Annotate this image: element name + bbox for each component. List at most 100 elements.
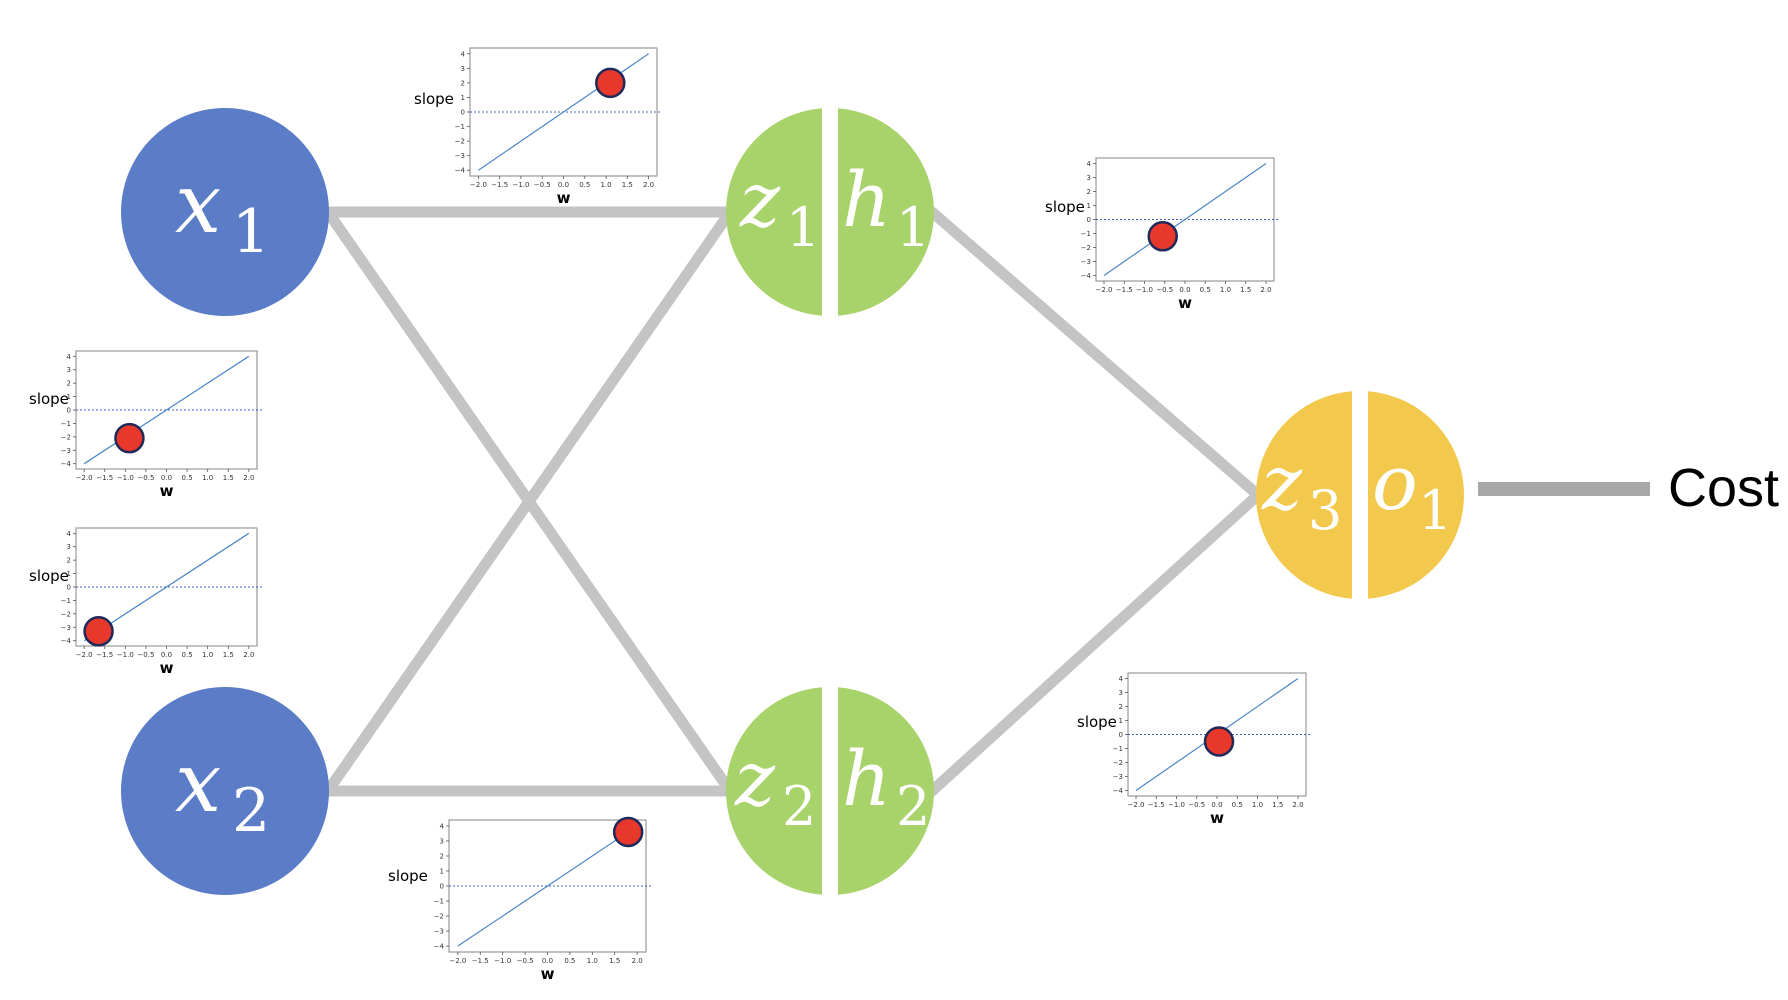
x-tick-label: −0.5 — [1156, 286, 1173, 294]
x-tick-label: −0.5 — [137, 474, 154, 482]
x-tick-label: 1.5 — [223, 474, 234, 482]
y-tick-label: −2 — [61, 433, 71, 441]
y-tick-label: −1 — [1081, 230, 1091, 238]
y-tick-label: 0 — [1087, 216, 1091, 224]
y-tick-label: 0 — [461, 109, 465, 117]
x-tick-label: 0.0 — [558, 181, 569, 189]
y-tick-label: 1 — [67, 570, 71, 578]
y-tick-label: −2 — [1081, 244, 1091, 252]
x-axis-label: w — [541, 965, 555, 983]
x-tick-label: 2.0 — [1292, 801, 1303, 809]
y-tick-label: 4 — [461, 50, 466, 58]
x-tick-label: 0.5 — [182, 474, 193, 482]
x-tick-label: 0.0 — [1211, 801, 1222, 809]
node-o1-z-subscript: 3 — [1308, 479, 1342, 542]
y-tick-label: 2 — [1087, 188, 1091, 196]
x-tick-label: 1.0 — [202, 474, 213, 482]
x-tick-label: 0.5 — [564, 957, 575, 965]
y-axis-label: slope — [29, 567, 69, 585]
y-tick-label: −4 — [61, 460, 72, 468]
y-tick-label: 3 — [1119, 689, 1123, 697]
x-tick-label: 2.0 — [1260, 286, 1271, 294]
x-tick-label: −1.0 — [117, 474, 134, 482]
y-tick-label: 1 — [67, 393, 71, 401]
node-o1-divider — [1352, 383, 1368, 607]
node-x2-symbol: x — [175, 736, 221, 831]
y-axis-label: slope — [29, 390, 69, 408]
cost-label: Cost — [1668, 458, 1779, 518]
y-tick-label: 4 — [67, 530, 72, 538]
y-tick-label: −3 — [1081, 258, 1091, 266]
x-tick-label: −1.0 — [494, 957, 511, 965]
y-tick-label: −4 — [434, 943, 445, 951]
node-h1-divider — [822, 100, 838, 324]
y-tick-label: 3 — [67, 543, 71, 551]
y-tick-label: 4 — [1119, 675, 1124, 683]
x-tick-label: −1.0 — [512, 181, 529, 189]
y-axis-label: slope — [1077, 713, 1117, 731]
edge-x2-h1 — [324, 209, 734, 794]
x-tick-label: −1.0 — [1168, 801, 1185, 809]
y-tick-label: −2 — [1113, 759, 1123, 767]
x-tick-label: 0.0 — [1179, 286, 1190, 294]
x-tick-label: −1.5 — [472, 957, 489, 965]
x-tick-label: 1.5 — [223, 651, 234, 659]
x-tick-label: −0.5 — [137, 651, 154, 659]
x-tick-label: −0.5 — [534, 181, 551, 189]
x-tick-label: 1.5 — [1272, 801, 1283, 809]
y-tick-label: −3 — [61, 447, 71, 455]
slope-line — [83, 532, 250, 642]
y-tick-label: 1 — [1087, 202, 1091, 210]
y-tick-label: −3 — [434, 928, 444, 936]
x-tick-label: 1.0 — [587, 957, 598, 965]
x-tick-label: 0.0 — [161, 651, 172, 659]
x-axis-label: w — [160, 482, 174, 500]
y-tick-label: 3 — [67, 366, 71, 374]
y-tick-label: −1 — [61, 420, 71, 428]
x-tick-label: −1.5 — [96, 474, 113, 482]
y-tick-label: 4 — [440, 822, 445, 830]
y-tick-label: 1 — [440, 867, 444, 875]
y-tick-label: 3 — [1087, 174, 1091, 182]
x-tick-label: −2.0 — [76, 474, 93, 482]
slope-line — [1103, 163, 1267, 276]
x-axis-label: w — [1178, 294, 1192, 312]
x-tick-label: 1.5 — [609, 957, 620, 965]
x-tick-label: −2.0 — [470, 181, 487, 189]
x-tick-label: −2.0 — [76, 651, 93, 659]
node-h2-z-symbol: z — [734, 734, 776, 823]
node-o1-z-symbol: z — [1261, 438, 1303, 527]
x-tick-label: 1.0 — [1220, 286, 1231, 294]
node-h1-h-subscript: 1 — [896, 196, 930, 259]
x-tick-label: −0.5 — [517, 957, 534, 965]
node-h2: z 2 h 2 — [726, 679, 934, 903]
y-tick-label: 2 — [1119, 703, 1123, 711]
node-o1-o-symbol: o — [1372, 438, 1418, 527]
y-tick-label: 3 — [461, 65, 465, 73]
node-x1-symbol: x — [175, 157, 221, 252]
y-tick-label: −2 — [61, 610, 71, 618]
x-tick-label: 1.0 — [1252, 801, 1263, 809]
x-tick-label: −0.5 — [1188, 801, 1205, 809]
y-tick-label: 0 — [67, 584, 71, 592]
x-tick-label: −2.0 — [1096, 286, 1113, 294]
y-tick-label: 2 — [461, 79, 465, 87]
x-tick-label: 2.0 — [243, 651, 254, 659]
node-h2-divider — [822, 679, 838, 903]
node-h2-h-symbol: h — [842, 734, 891, 823]
y-axis-label: slope — [414, 90, 454, 108]
y-tick-label: 2 — [440, 852, 444, 860]
current-weight-marker — [83, 616, 114, 647]
x-tick-label: 0.5 — [579, 181, 590, 189]
y-tick-label: −4 — [455, 167, 466, 175]
y-tick-label: 2 — [67, 557, 71, 565]
x-tick-label: 1.0 — [202, 651, 213, 659]
y-tick-label: −3 — [61, 624, 71, 632]
x-tick-label: 0.0 — [161, 474, 172, 482]
edge-h2-o1 — [926, 489, 1264, 797]
